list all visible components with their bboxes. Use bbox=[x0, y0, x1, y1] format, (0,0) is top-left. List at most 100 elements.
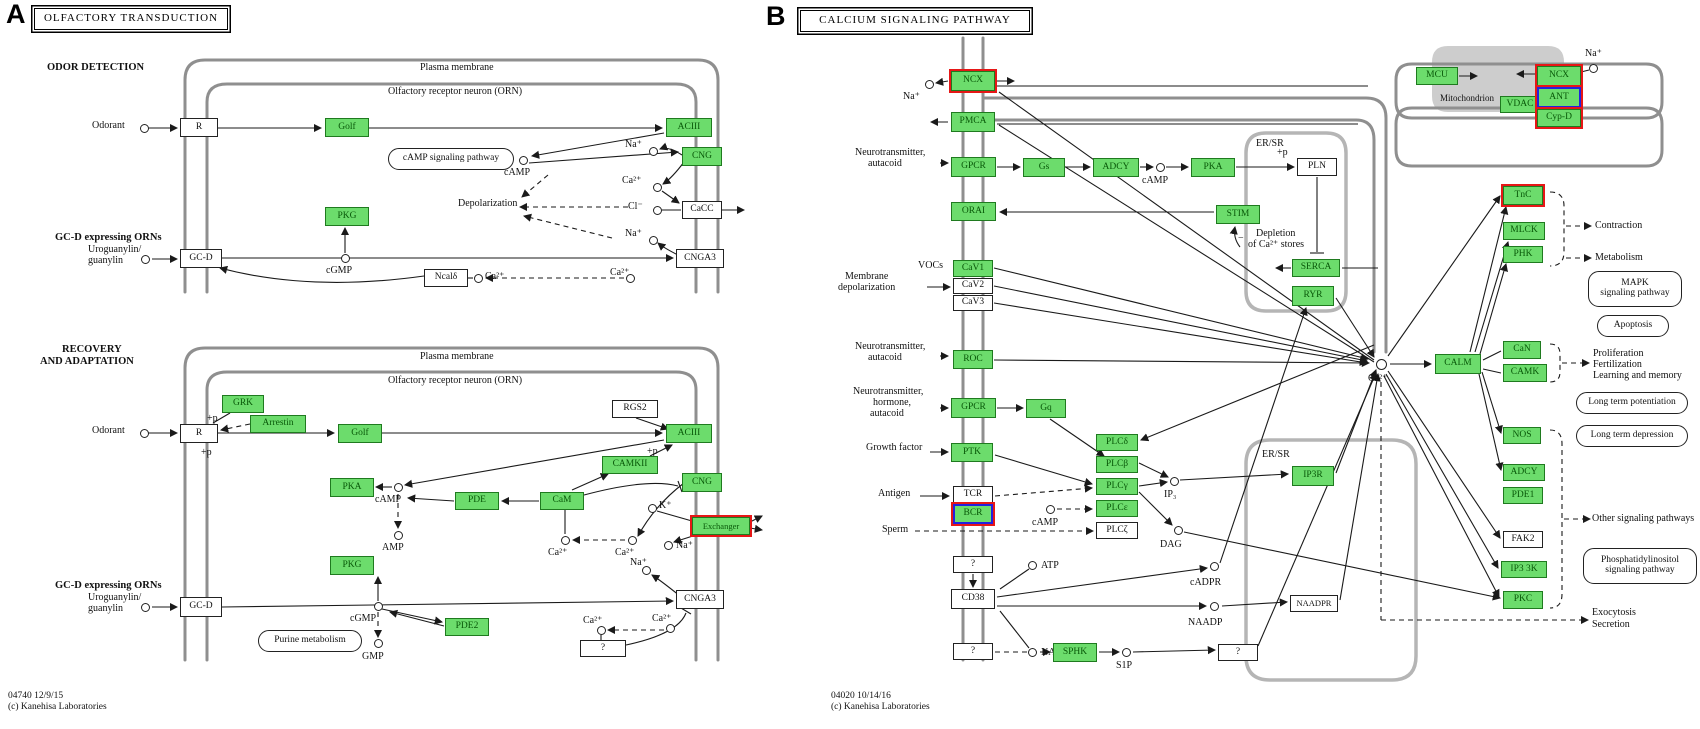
label-growth-factor: Growth factor bbox=[866, 442, 923, 453]
label-mitochondrion: Mitochondrion bbox=[1440, 93, 1494, 103]
edge bbox=[1257, 372, 1377, 647]
gene-box-ncx: NCX bbox=[951, 71, 995, 91]
box-pln: PLN bbox=[1297, 158, 1337, 176]
label-cgmp: cGMP bbox=[326, 265, 353, 276]
edge bbox=[981, 118, 1376, 354]
gene-box-can: CaN bbox=[1503, 341, 1541, 359]
compound-circle bbox=[625, 273, 635, 283]
edge bbox=[1219, 307, 1308, 564]
edge bbox=[1394, 62, 1664, 120]
box-cnga3: CNGA3 bbox=[676, 249, 724, 268]
gene-box-gpcr: GPCR bbox=[951, 398, 996, 418]
box-node: ? bbox=[953, 643, 993, 660]
label-na: Na⁺ bbox=[625, 228, 642, 239]
label-metabolism: Metabolism bbox=[1595, 252, 1643, 263]
label-na: Na⁺ bbox=[625, 139, 642, 150]
edge bbox=[389, 609, 445, 627]
edge bbox=[1387, 370, 1501, 539]
label-na: Na⁺ bbox=[903, 91, 920, 102]
label-odorant: Odorant bbox=[92, 425, 125, 436]
gene-box-stim: STIM bbox=[1216, 205, 1260, 224]
panel-label-a: A bbox=[6, 0, 26, 29]
compound-circle bbox=[473, 273, 483, 283]
compound-circle bbox=[139, 428, 149, 438]
edge bbox=[680, 607, 692, 615]
edge bbox=[1479, 263, 1508, 355]
gene-box-plc: PLCδ bbox=[1096, 434, 1138, 451]
label-vocs: VOCs bbox=[918, 260, 944, 271]
label-proliferation: Proliferation bbox=[1593, 348, 1644, 359]
cadpr-circle bbox=[1209, 561, 1219, 571]
edge bbox=[1549, 191, 1565, 267]
edge bbox=[183, 346, 720, 662]
gene-box-bcr: BCR bbox=[953, 504, 993, 524]
camp-circle bbox=[1155, 162, 1165, 172]
edge bbox=[212, 412, 231, 424]
edge bbox=[635, 417, 669, 431]
label-learning-and-memory: Learning and memory bbox=[1593, 370, 1682, 381]
label-depletion: Depletion bbox=[1256, 228, 1296, 239]
label-other-signaling-pathways: Other signaling pathways bbox=[1592, 513, 1695, 524]
gene-box-ip3-3k: IP3 3K bbox=[1501, 561, 1547, 578]
label-dag: DAG bbox=[1160, 539, 1182, 550]
label-04020-10-14-16: 04020 10/14/16 bbox=[831, 691, 891, 701]
label-contraction: Contraction bbox=[1595, 220, 1643, 231]
compound-circle bbox=[663, 540, 673, 550]
edge bbox=[1469, 205, 1509, 353]
edge bbox=[205, 370, 698, 662]
cgmp-circle bbox=[373, 601, 383, 611]
edge bbox=[677, 480, 683, 493]
edge bbox=[999, 568, 1030, 590]
label-na: Na⁺ bbox=[630, 557, 647, 568]
edge bbox=[1549, 343, 1561, 383]
label-ca: Ca²⁺ bbox=[583, 615, 603, 626]
gene-box-orai: ORAI bbox=[951, 202, 996, 221]
gene-box-pka: PKA bbox=[330, 478, 374, 497]
label-neurotransmitter: Neurotransmitter, bbox=[853, 386, 924, 397]
label-uroguanylin: Uroguanylin/ bbox=[88, 592, 142, 603]
gene-box-aciii: ACIII bbox=[666, 424, 712, 443]
compound-circle bbox=[648, 146, 658, 156]
label-atp: ATP bbox=[1041, 560, 1059, 571]
gene-box-ip3r: IP3R bbox=[1292, 466, 1334, 486]
pathway-map-long-term-potentiation: Long term potentiation bbox=[1576, 392, 1688, 414]
pathway-map-camp-signaling-pathway: cAMP signaling pathway bbox=[388, 148, 514, 170]
box-plc: PLCζ bbox=[1096, 522, 1138, 539]
box-fak2: FAK2 bbox=[1503, 531, 1543, 548]
edge bbox=[1478, 373, 1504, 472]
edge bbox=[656, 510, 693, 522]
gene-box-adcy: ADCY bbox=[1503, 464, 1545, 481]
gene-box-pkg: PKG bbox=[330, 556, 374, 575]
label-s1p: S1P bbox=[1116, 660, 1133, 671]
edge bbox=[934, 77, 949, 86]
section-label-gc-d-expressing-orns: GC-D expressing ORNs bbox=[55, 232, 162, 243]
gene-box-pde: PDE bbox=[455, 492, 499, 510]
edge bbox=[1179, 470, 1290, 481]
label-sperm: Sperm bbox=[882, 524, 909, 535]
section-label-gc-d-expressing-orns: GC-D expressing ORNs bbox=[55, 580, 162, 591]
label-k: K⁺ bbox=[659, 500, 672, 511]
label-ca: Ca²⁺ bbox=[615, 547, 635, 558]
ca2-hub-circle bbox=[1375, 358, 1387, 370]
label-autacoid: autacoid bbox=[868, 352, 902, 363]
label-p: +p bbox=[201, 447, 212, 458]
label-ip: IP₃ bbox=[1164, 489, 1177, 500]
label-ca: Ca²⁺ bbox=[1368, 373, 1388, 384]
label-er-sr: ER/SR bbox=[1256, 138, 1284, 149]
camp-circle bbox=[393, 482, 403, 492]
label-ca: Ca²⁺ bbox=[485, 271, 505, 282]
gene-box-plc: PLCγ bbox=[1096, 478, 1138, 495]
gene-box-pmca: PMCA bbox=[951, 112, 995, 132]
edge bbox=[1335, 297, 1375, 358]
gmp-circle bbox=[373, 638, 383, 648]
compound-circle bbox=[647, 503, 657, 513]
edge bbox=[996, 564, 1209, 598]
gene-box-gq: Gq bbox=[1026, 399, 1066, 418]
label-neurotransmitter: Neurotransmitter, bbox=[855, 341, 926, 352]
label-camp: cAMP bbox=[504, 167, 531, 178]
gene-box-roc: ROC bbox=[953, 350, 993, 369]
amp-circle bbox=[393, 530, 403, 540]
